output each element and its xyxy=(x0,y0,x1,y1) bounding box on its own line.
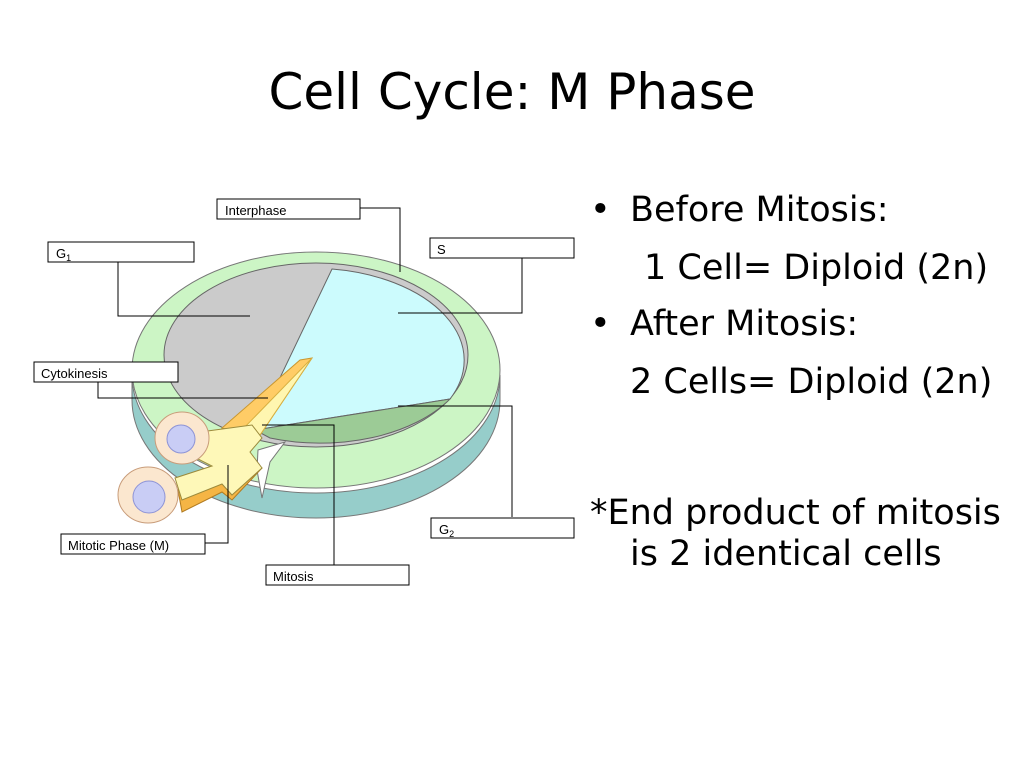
sub-item-after: 2 Cells= Diploid (2n) xyxy=(590,362,1020,403)
mitotic-phase-label: Mitotic Phase (M) xyxy=(60,533,206,555)
bullet-text: After Mitosis: xyxy=(630,303,859,344)
interphase-leader xyxy=(360,207,401,272)
s-label: S xyxy=(429,237,575,259)
g1-leader xyxy=(117,262,250,317)
interphase-label: Interphase xyxy=(216,198,361,220)
svg-text:G1: G1 xyxy=(56,246,71,263)
sub-item-text: 1 Cell= Diploid (2n) xyxy=(644,248,989,289)
end-product-note: *End product of mitosis is 2 identical c… xyxy=(590,493,1001,575)
g2-leader xyxy=(398,405,513,517)
daughter-cell-upper xyxy=(154,411,210,465)
s-label-text: S xyxy=(437,242,446,257)
mitotic-phase-label-text: Mitotic Phase (M) xyxy=(68,538,169,553)
svg-text:G2: G2 xyxy=(439,522,454,539)
g2-label-text: G xyxy=(439,522,449,537)
bullet-text: Before Mitosis: xyxy=(630,190,889,230)
g1-label-subscript: 1 xyxy=(66,253,71,263)
cytokinesis-leader xyxy=(97,382,268,399)
mitosis-label: Mitosis xyxy=(265,564,410,586)
mitosis-leader xyxy=(262,424,335,565)
mitotic-phase-leader xyxy=(205,465,229,544)
g1-label-text: G xyxy=(56,246,66,261)
bullet-before-mitosis: • Before Mitosis: xyxy=(590,190,1020,231)
bullet-marker: • xyxy=(590,303,611,344)
bullet-after-mitosis: • After Mitosis: xyxy=(590,304,1020,345)
cytokinesis-label: Cytokinesis xyxy=(33,361,179,383)
g2-phase-sector xyxy=(253,398,452,444)
bullet-marker: • xyxy=(590,190,611,230)
cell-cycle-diagram: Interphase G1 S Cytokinesis G2 Mitotic P… xyxy=(33,198,575,586)
interphase-label-text: Interphase xyxy=(225,203,286,218)
sub-item-before: 1 Cell= Diploid (2n) xyxy=(590,248,1020,289)
g2-label: G2 xyxy=(430,517,575,539)
bullet-list: • Before Mitosis: 1 Cell= Diploid (2n) •… xyxy=(590,190,1020,576)
s-leader xyxy=(398,258,523,314)
g1-label: G1 xyxy=(47,241,195,263)
daughter-cell-lower xyxy=(117,466,179,524)
mitosis-label-text: Mitosis xyxy=(273,569,314,584)
slide-title: Cell Cycle: M Phase xyxy=(268,63,756,121)
g2-label-subscript: 2 xyxy=(449,529,454,539)
cytokinesis-label-text: Cytokinesis xyxy=(41,366,108,381)
s-phase-sector xyxy=(254,268,465,431)
sub-item-text: 2 Cells= Diploid (2n) xyxy=(630,361,993,402)
